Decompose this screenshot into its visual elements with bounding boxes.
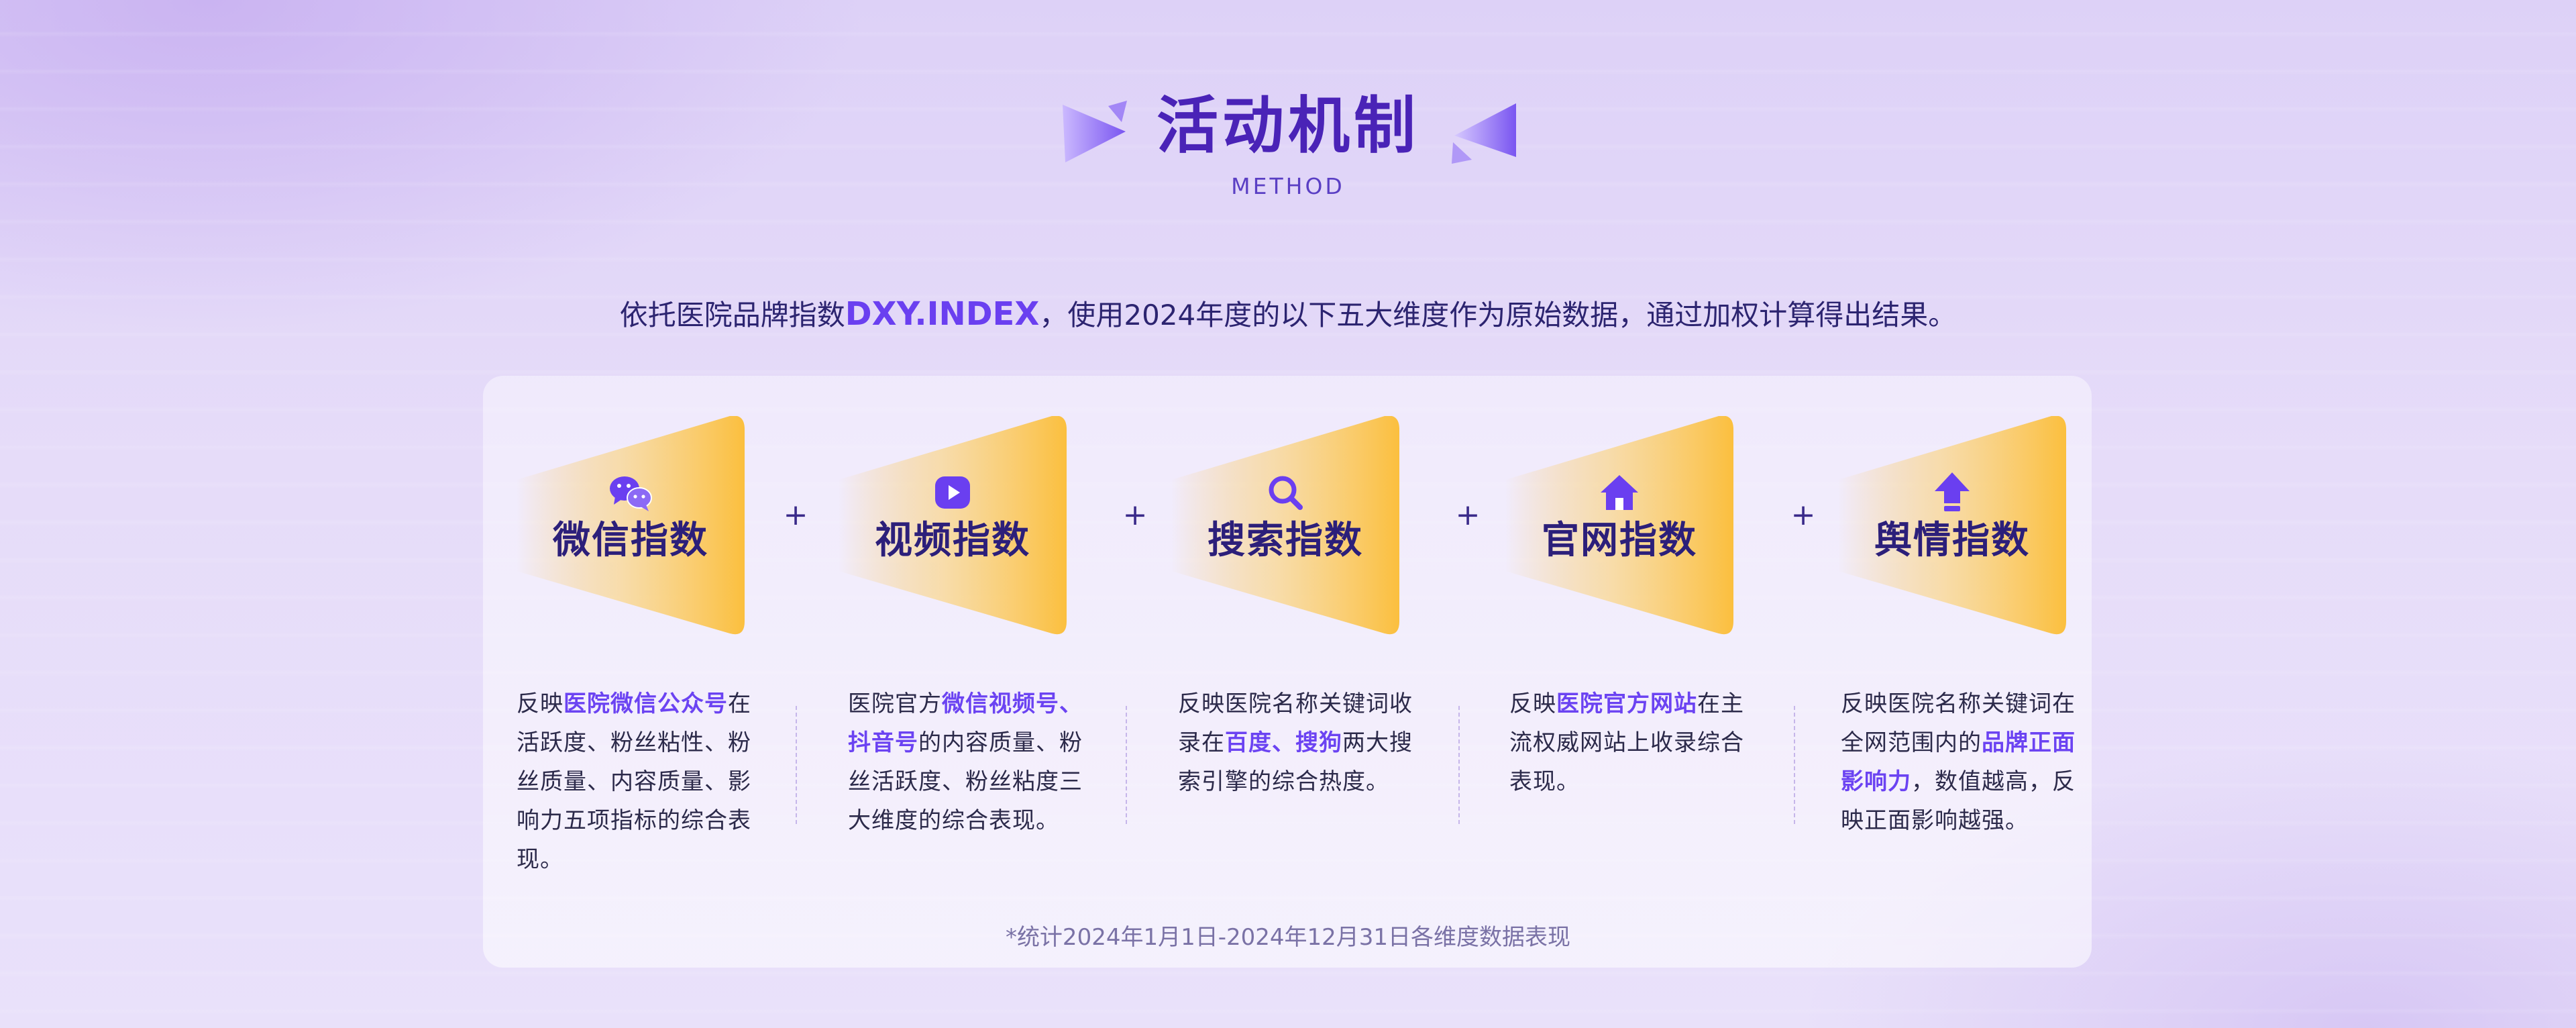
card-shape	[1838, 416, 2066, 635]
intro-after: ，使用2024年度的以下五大维度作为原始数据，通过加权计算得出结果。	[1039, 299, 1957, 331]
card-shape	[1505, 416, 1733, 635]
video-play-icon	[935, 476, 970, 509]
search-icon-wrap	[1171, 472, 1399, 513]
desc-sentiment-index: 反映医院名称关键词在全网范围内的品牌正面影响力，数值越高，反映正面影响越强。	[1841, 684, 2076, 840]
desc-wechat-index: 反映医院微信公众号在活跃度、粉丝粘性、粉丝质量、内容质量、影响力五项指标的综合表…	[517, 684, 751, 879]
column-divider	[1126, 706, 1127, 824]
intro-text: 依托医院品牌指数DXY.INDEX，使用2024年度的以下五大维度作为原始数据，…	[0, 294, 2576, 336]
intro-accent-brand: DXY.INDEX	[845, 295, 1040, 333]
wechat-icon-wrap	[517, 472, 745, 513]
card-website-index: 官网指数	[1505, 416, 1733, 635]
card-video-index: 视频指数	[839, 416, 1067, 635]
column-divider	[1458, 706, 1460, 824]
desc-text: 在主流权威网站上收录综合表现。	[1509, 690, 1744, 795]
search-icon	[1269, 476, 1303, 510]
plus-operator: +	[1122, 498, 1148, 532]
home-icon	[1601, 475, 1638, 510]
card-label: 舆情指数	[1874, 519, 2030, 562]
arrow-up-icon-wrap	[1838, 472, 2066, 513]
desc-highlight: 医院微信公众号	[564, 690, 728, 717]
column-divider	[796, 706, 797, 824]
video-icon-wrap	[839, 472, 1067, 513]
column-divider	[1794, 706, 1795, 824]
left-triangle-decoration-icon	[1063, 101, 1127, 162]
desc-text: 反映	[517, 690, 564, 717]
plus-operator: +	[1790, 498, 1816, 532]
desc-text: 反映医院名称关键词在全网范围内的	[1841, 690, 2076, 756]
desc-video-index: 医院官方微信视频号、抖音号的内容质量、粉丝活跃度、粉丝粘度三大维度的综合表现。	[848, 684, 1083, 840]
home-icon-wrap	[1505, 472, 1733, 513]
card-shape	[1171, 416, 1399, 635]
desc-text: 在活跃度、粉丝粘性、粉丝质量、内容质量、影响力五项指标的综合表现。	[517, 690, 751, 873]
desc-highlight: 微信视频号、抖音号	[848, 690, 1083, 756]
desc-text: 两大搜索引擎的综合热度。	[1178, 729, 1413, 795]
desc-website-index: 反映医院官方网站在主流权威网站上收录综合表现。	[1509, 684, 1744, 801]
card-label: 搜索指数	[1208, 519, 1363, 562]
page-subtitle: METHOD	[1231, 173, 1345, 199]
right-triangle-decoration-icon	[1452, 103, 1516, 164]
desc-highlight: 品牌正面影响力	[1841, 729, 2076, 795]
desc-text: 医院官方	[848, 690, 942, 717]
desc-search-index: 反映医院名称关键词收录在百度、搜狗两大搜索引擎的综合热度。	[1178, 684, 1413, 801]
page-title: 活动机制	[1156, 90, 1419, 162]
desc-text: 反映	[1509, 690, 1556, 717]
intro-before: 依托医院品牌指数	[619, 299, 845, 331]
card-shape	[517, 416, 745, 635]
desc-highlight: 医院官方网站	[1556, 690, 1697, 717]
desc-highlight: 百度、搜狗	[1225, 729, 1342, 756]
card-label: 微信指数	[553, 519, 708, 562]
card-shape	[839, 416, 1067, 635]
plus-operator: +	[783, 498, 808, 532]
desc-text: 反映医院名称关键词收录在	[1178, 690, 1413, 756]
desc-text: ，数值越高，反映正面影响越强。	[1841, 768, 2076, 834]
desc-text: 的内容质量、粉丝活跃度、粉丝粘度三大维度的综合表现。	[848, 729, 1083, 834]
card-search-index: 搜索指数	[1171, 416, 1399, 635]
card-wechat-index: 微信指数	[517, 416, 745, 635]
footnote: *统计2024年1月1日-2024年12月31日各维度数据表现	[1005, 924, 1571, 951]
card-sentiment-index: 舆情指数	[1838, 416, 2066, 635]
arrow-up-icon	[1935, 472, 1970, 511]
card-label: 官网指数	[1542, 519, 1697, 562]
plus-operator: +	[1455, 498, 1481, 532]
card-label: 视频指数	[875, 519, 1030, 562]
wechat-icon	[610, 476, 652, 511]
